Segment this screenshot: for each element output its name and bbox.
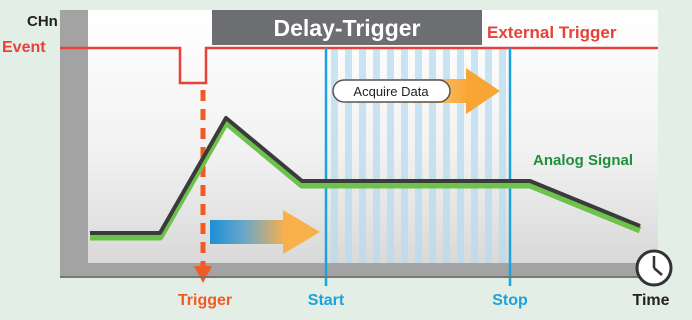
analog-signal <box>90 116 641 235</box>
acquire-stripe <box>485 48 492 263</box>
time-label: Time <box>632 292 669 309</box>
acquire-data-label: Acquire Data <box>353 84 429 99</box>
trigger-arrowhead <box>194 266 212 283</box>
event-label: Event <box>2 39 46 56</box>
acquire-stripe <box>471 48 478 263</box>
banner-title: Delay-Trigger <box>274 15 421 41</box>
acquire-stripe <box>457 48 464 263</box>
arrow-right-icon <box>283 210 320 254</box>
analog-signal-shadow <box>90 118 642 241</box>
delay-trigger-banner <box>212 10 482 45</box>
acquire-stripe <box>401 48 408 263</box>
acquire-stripe <box>429 48 436 263</box>
acquire-stripe <box>499 48 506 263</box>
acquire-stripe <box>387 48 394 263</box>
acquire-data-label-box <box>332 79 451 103</box>
acquire-stripe <box>373 48 380 263</box>
stop-label: Stop <box>492 292 528 309</box>
channel-label: CHn <box>27 13 58 30</box>
external-trigger-label: External Trigger <box>487 23 617 42</box>
acquire-window <box>331 48 506 263</box>
acquire-stripe <box>345 48 352 263</box>
trigger-label: Trigger <box>178 292 232 309</box>
delay-arrow <box>210 210 320 254</box>
event-line <box>60 46 658 85</box>
start-label: Start <box>308 292 345 309</box>
acquire-stripe <box>415 48 422 263</box>
acquire-stripe <box>443 48 450 263</box>
acquire-stripe <box>331 48 338 263</box>
analog-signal-label: Analog Signal <box>533 152 633 169</box>
acquire-stripe <box>359 48 366 263</box>
arrow-right-icon <box>466 68 500 114</box>
clock-icon <box>635 249 673 287</box>
